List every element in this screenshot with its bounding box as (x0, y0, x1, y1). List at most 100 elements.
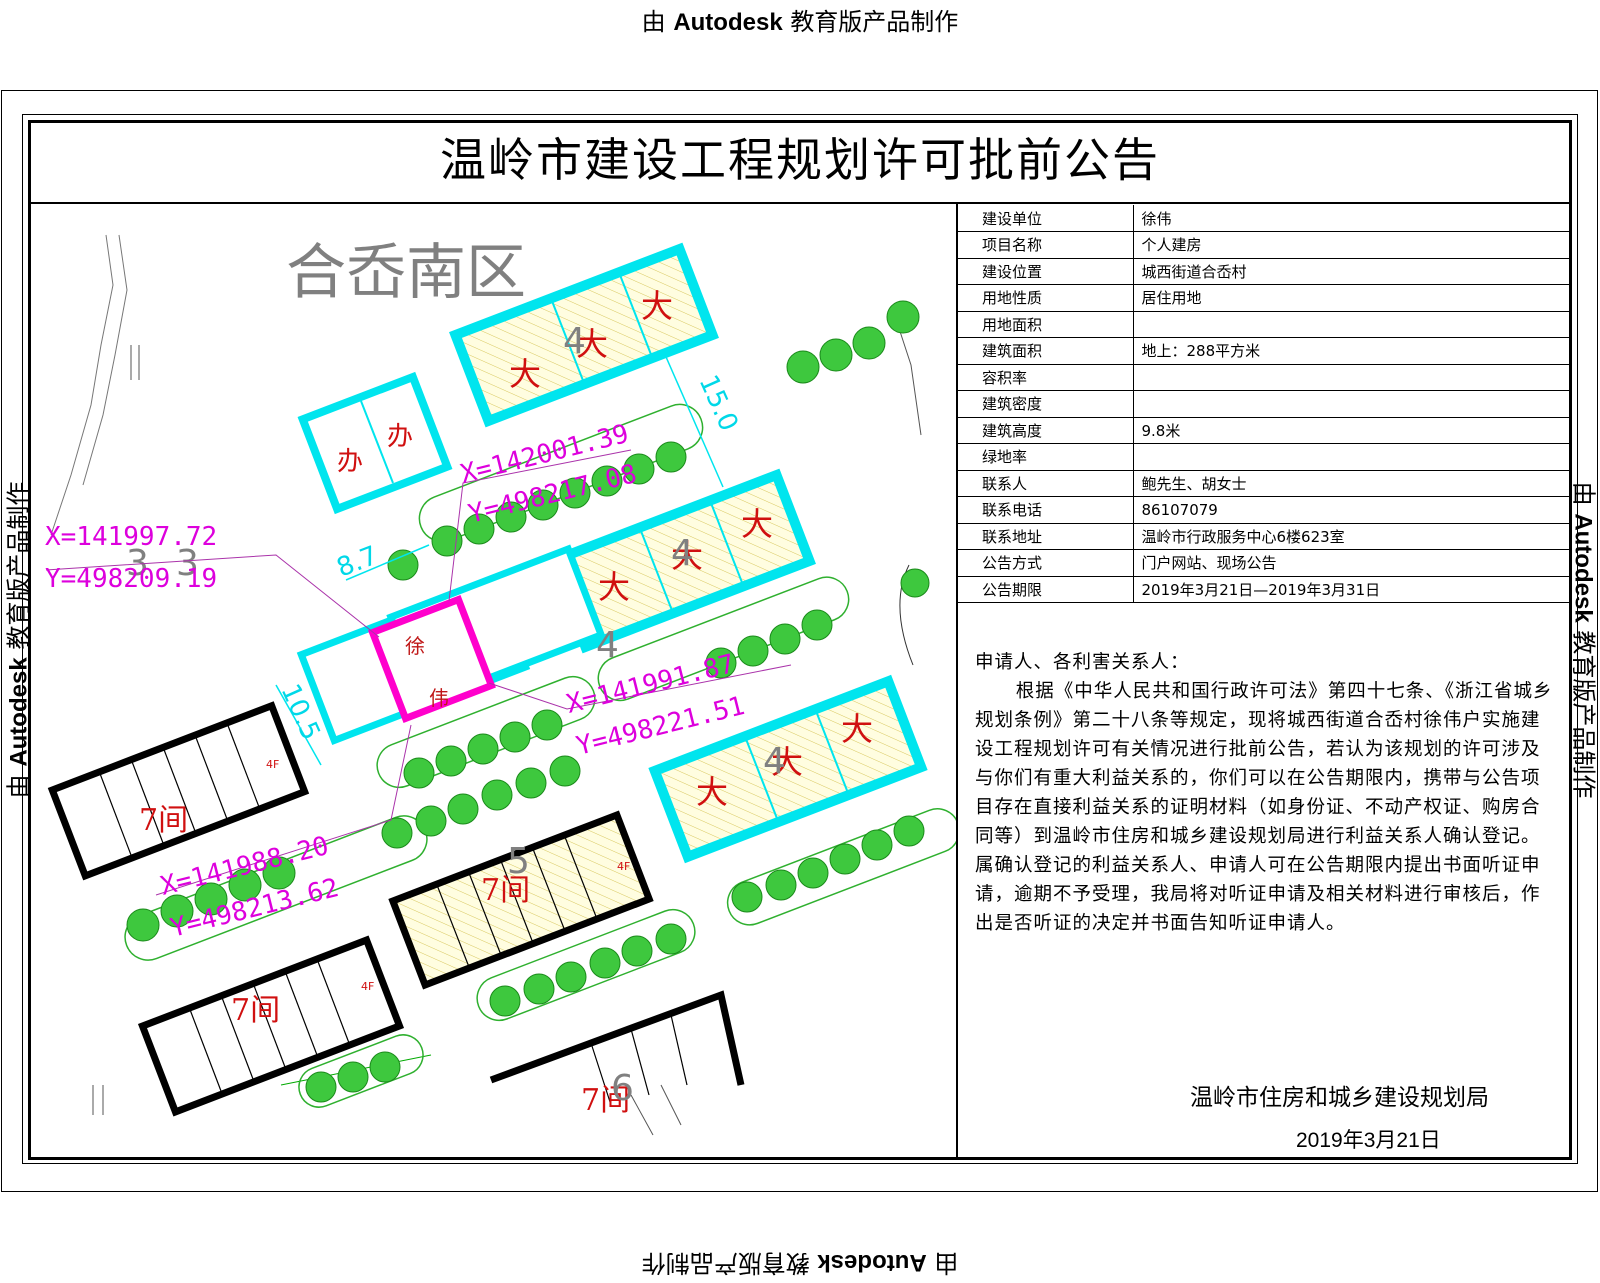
tree-icon (656, 924, 686, 954)
floor-number: 4 (671, 533, 694, 574)
dimension-label: 8.7 (333, 541, 382, 584)
terrain-line (83, 235, 127, 485)
tree-icon (524, 974, 554, 1004)
floors-label: 4F (266, 758, 279, 771)
info-label: 建设单位 (958, 205, 1133, 232)
tree-icon (388, 550, 418, 580)
info-label: 容积率 (958, 364, 1133, 391)
applicant-label: 徐 (405, 634, 425, 658)
building-office (303, 377, 448, 509)
applicant-label: 伟 (429, 686, 449, 710)
info-value: 居住用地 (1133, 285, 1569, 312)
watermark-suffix: 教育版产品制作 (790, 8, 958, 36)
info-value (1133, 444, 1569, 471)
tree-icon (338, 1062, 368, 1092)
info-row: 用地面积 (958, 311, 1569, 338)
tree-icon (127, 909, 159, 941)
tree-icon (556, 962, 586, 992)
info-label: 用地面积 (958, 311, 1133, 338)
rooms-label: 7间 (139, 803, 188, 838)
info-value: 9.8米 (1133, 417, 1569, 444)
big-label: 大 (841, 710, 873, 748)
info-row: 联系人鲍先生、胡女士 (958, 470, 1569, 497)
info-row: 项目名称个人建房 (958, 232, 1569, 259)
info-value: 地上：288平方米 (1133, 338, 1569, 365)
info-value: 86107079 (1133, 497, 1569, 524)
watermark-brand: Autodesk (673, 9, 782, 36)
info-row: 用地性质居住用地 (958, 285, 1569, 312)
tree-icon (590, 948, 620, 978)
tree-icon (532, 710, 562, 740)
info-row: 建设位置城西街道合岙村 (958, 258, 1569, 285)
page-title: 温岭市建设工程规划许可批前公告 (28, 120, 1572, 204)
floor-number: 6 (611, 1068, 634, 1109)
tree-icon (622, 936, 652, 966)
info-label: 建筑高度 (958, 417, 1133, 444)
notice-text: 申请人、各利害关系人： 根据《中华人民共和国行政许可法》第四十七条、《浙江省城乡… (975, 648, 1555, 938)
info-label: 建筑面积 (958, 338, 1133, 365)
tree-icon (802, 610, 832, 640)
tree-icon (490, 986, 520, 1016)
terrain-line (131, 345, 139, 380)
terrain-line (631, 1085, 681, 1135)
notice-body: 根据《中华人民共和国行政许可法》第四十七条、《浙江省城乡规划条例》第二十八条等规… (975, 677, 1555, 938)
tree-icon (787, 351, 819, 383)
tree-icon (894, 816, 924, 846)
info-row: 建筑面积地上：288平方米 (958, 338, 1569, 365)
floors-label: 4F (617, 860, 630, 873)
info-value (1133, 391, 1569, 418)
project-info-table: 建设单位徐伟项目名称个人建房建设位置城西街道合岙村用地性质居住用地用地面积建筑面… (958, 205, 1569, 603)
big-label: 大 (641, 287, 673, 325)
tree-icon (404, 758, 434, 788)
issuing-authority: 温岭市住房和城乡建设规划局 (1190, 1078, 1489, 1112)
info-label: 公告期限 (958, 576, 1133, 603)
info-value: 门户网站、现场公告 (1133, 550, 1569, 577)
tree-icon (887, 301, 919, 333)
tree-icon (416, 806, 446, 836)
tree-icon (656, 442, 686, 472)
watermark-bottom: 由 Autodesk 教育版产品制作 (0, 1248, 1600, 1283)
info-row: 建设单位徐伟 (958, 205, 1569, 232)
info-value: 温岭市行政服务中心6楼623室 (1133, 523, 1569, 550)
site-plan-svg: 合岙南区 (31, 205, 957, 1157)
tree-icon (830, 844, 860, 874)
issue-date: 2019年3月21日 (1296, 1124, 1441, 1154)
tree-icon (436, 746, 466, 776)
terrain-line (93, 1085, 103, 1115)
notice-greeting: 申请人、各利害关系人： (975, 648, 1555, 677)
terrain-line (51, 235, 113, 535)
info-row: 建筑高度 9.8米 (958, 417, 1569, 444)
tree-icon (798, 858, 828, 888)
watermark-top: 由 Autodesk 教育版产品制作 (0, 2, 1600, 37)
site-plan: 合岙南区 (31, 205, 957, 1157)
tree-icon (500, 722, 530, 752)
tree-icon (382, 818, 412, 848)
floors-label: 4F (361, 980, 374, 993)
info-label: 联系人 (958, 470, 1133, 497)
tree-icon (306, 1072, 336, 1102)
rooms-label: 7间 (231, 993, 280, 1028)
big-label: 大 (509, 355, 541, 393)
info-label: 项目名称 (958, 232, 1133, 259)
watermark-brand: Autodesk (817, 1249, 926, 1276)
dimension-label: 15.0 (693, 371, 744, 436)
info-row: 绿地率 (958, 444, 1569, 471)
tree-icon (516, 768, 546, 798)
info-value (1133, 364, 1569, 391)
info-label: 建设位置 (958, 258, 1133, 285)
tree-icon (901, 569, 929, 597)
watermark-prefix: 由 (642, 8, 666, 36)
info-value: 2019年3月21日—2019年3月31日 (1133, 576, 1569, 603)
tree-icon (732, 882, 762, 912)
watermark-suffix: 教育版产品制作 (642, 1249, 810, 1277)
info-row: 公告方式门户网站、现场公告 (958, 550, 1569, 577)
tree-icon (468, 734, 498, 764)
tree-icon (766, 870, 796, 900)
big-label: 大 (598, 568, 630, 606)
office-label: 办 (337, 447, 363, 477)
tree-icon (550, 756, 580, 786)
info-label: 绿地率 (958, 444, 1133, 471)
tree-icon (770, 624, 800, 654)
